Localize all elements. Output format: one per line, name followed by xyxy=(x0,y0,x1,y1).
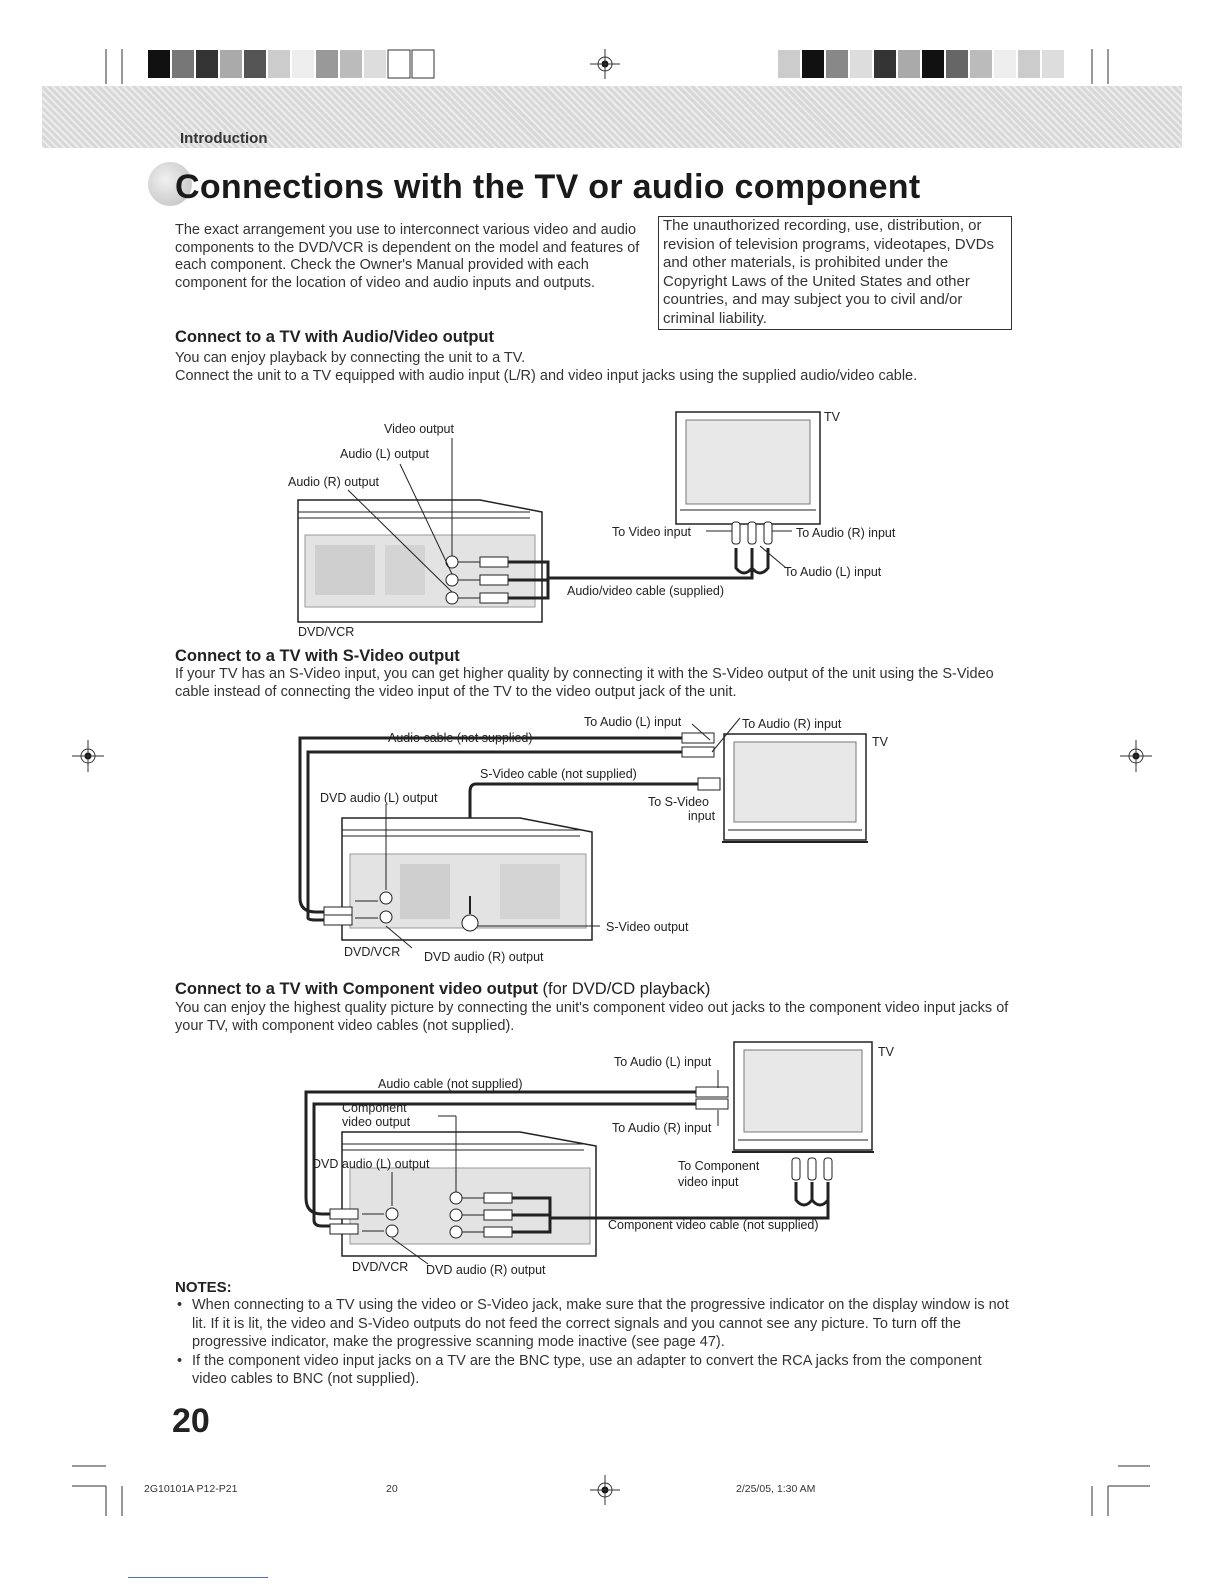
label-audio-l-output: Audio (L) output xyxy=(340,447,429,461)
label-svideo-output: S-Video output xyxy=(606,920,689,934)
label-component: Component xyxy=(342,1101,407,1115)
svideo-text: If your TV has an S-Video input, you can… xyxy=(175,666,994,700)
registration-mark-right xyxy=(1120,740,1152,772)
notes-list: When connecting to a TV using the video … xyxy=(175,1296,1015,1389)
label-to-audio-r-input: To Audio (R) input xyxy=(796,526,896,540)
footer-marks xyxy=(72,1465,1150,1516)
label-audio-cable: Audio cable (not supplied) xyxy=(388,731,533,745)
label-tv: TV xyxy=(878,1045,895,1059)
label-to-video-input: To Video input xyxy=(612,525,692,539)
label-input: input xyxy=(688,809,716,823)
label-dvdvcr: DVD/VCR xyxy=(298,625,354,639)
title-swirl-graphic xyxy=(148,162,192,206)
footer-code: 2G10101A P12-P21 xyxy=(144,1483,238,1495)
footer-page: 20 xyxy=(386,1483,398,1495)
label-tv: TV xyxy=(872,735,889,749)
label-audio-cable: Audio cable (not supplied) xyxy=(378,1077,523,1091)
print-registration-strip xyxy=(105,49,1109,84)
header-band xyxy=(42,86,1182,148)
notes-title: NOTES: xyxy=(175,1279,232,1296)
label-to-audio-l-input: To Audio (L) input xyxy=(614,1055,712,1069)
label-dvdvcr: DVD/VCR xyxy=(344,945,400,959)
component-text: You can enjoy the highest quality pictur… xyxy=(175,1000,1009,1034)
label-component-cable: Component video cable (not supplied) xyxy=(608,1218,819,1232)
footer-date: 2/25/05, 1:30 AM xyxy=(736,1483,816,1495)
label-to-audio-r-input: To Audio (R) input xyxy=(612,1121,712,1135)
label-to-audio-l-input: To Audio (L) input xyxy=(584,715,682,729)
label-dvd-audio-l-output: DVD audio (L) output xyxy=(312,1157,430,1171)
label-to-audio-l-input: To Audio (L) input xyxy=(784,565,882,579)
label-dvd-audio-r-output: DVD audio (R) output xyxy=(426,1263,546,1277)
av-line2: Connect the unit to a TV equipped with a… xyxy=(175,368,918,384)
label-dvd-audio-l-output: DVD audio (L) output xyxy=(320,791,438,805)
bottom-rule xyxy=(128,1577,268,1578)
note-item: When connecting to a TV using the video … xyxy=(175,1296,1015,1352)
page-title: Connections with the TV or audio compone… xyxy=(175,168,921,206)
label-tv: TV xyxy=(824,410,841,424)
copyright-notice: The unauthorized recording, use, distrib… xyxy=(658,216,1012,330)
label-to-svideo: To S-Video xyxy=(648,795,709,809)
heading-component-bold: Connect to a TV with Component video out… xyxy=(175,980,538,998)
label-dvdvcr: DVD/VCR xyxy=(352,1260,408,1274)
label-video-output: video output xyxy=(342,1115,411,1129)
label-dvd-audio-r-output: DVD audio (R) output xyxy=(424,950,544,964)
registration-mark-left xyxy=(72,740,104,772)
label-audio-r-output: Audio (R) output xyxy=(288,475,380,489)
label-av-cable: Audio/video cable (supplied) xyxy=(567,584,724,598)
av-connection-diagram: Video output Audio (L) output Audio (R) … xyxy=(288,410,896,639)
svideo-connection-diagram: To Audio (L) input To Audio (R) input Au… xyxy=(298,715,889,964)
heading-component-suffix: (for DVD/CD playback) xyxy=(537,980,711,998)
page-number: 20 xyxy=(172,1402,210,1440)
label-video-input: video input xyxy=(678,1175,739,1189)
section-label: Introduction xyxy=(180,130,268,147)
intro-paragraph: The exact arrangement you use to interco… xyxy=(175,222,640,291)
heading-component-output: Connect to a TV with Component video out… xyxy=(175,980,710,999)
component-connection-diagram: To Audio (L) input TV Audio cable (not s… xyxy=(304,1041,895,1277)
av-line1: You can enjoy playback by connecting the… xyxy=(175,350,526,366)
label-to-component: To Component xyxy=(678,1159,760,1173)
label-svideo-cable: S-Video cable (not supplied) xyxy=(480,767,637,781)
note-item: If the component video input jacks on a … xyxy=(175,1352,1015,1389)
heading-av-output: Connect to a TV with Audio/Video output xyxy=(175,328,494,346)
label-video-output: Video output xyxy=(384,422,454,436)
heading-svideo-output: Connect to a TV with S-Video output xyxy=(175,647,460,665)
label-to-audio-r-input: To Audio (R) input xyxy=(742,717,842,731)
